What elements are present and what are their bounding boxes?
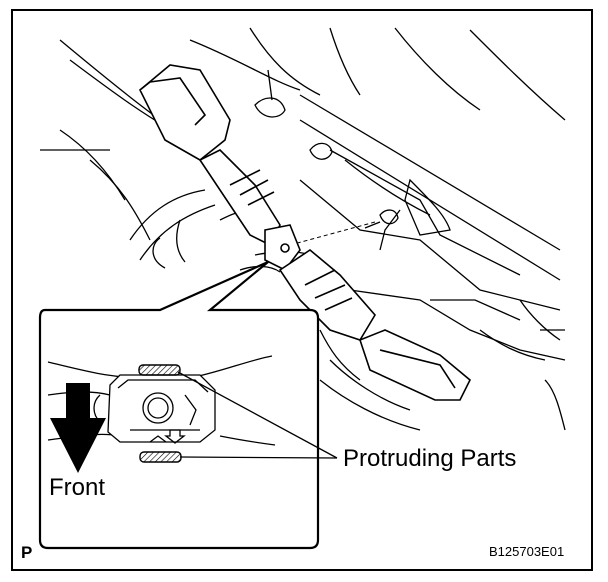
seatbelt-buckle-assembly	[139, 64, 471, 401]
leader-lines	[177, 371, 338, 459]
front-label: Front	[49, 474, 106, 501]
arrow-down-icon	[50, 383, 106, 473]
protrusion-hatches	[138, 364, 182, 463]
protrusion-top	[138, 364, 181, 376]
dashed-bolt-line	[289, 221, 376, 246]
protruding-parts-label: Protruding Parts	[343, 445, 517, 472]
page-marker: P	[21, 543, 33, 562]
figure-code: B125703E01	[489, 544, 565, 559]
protrusion-bottom	[139, 451, 182, 463]
